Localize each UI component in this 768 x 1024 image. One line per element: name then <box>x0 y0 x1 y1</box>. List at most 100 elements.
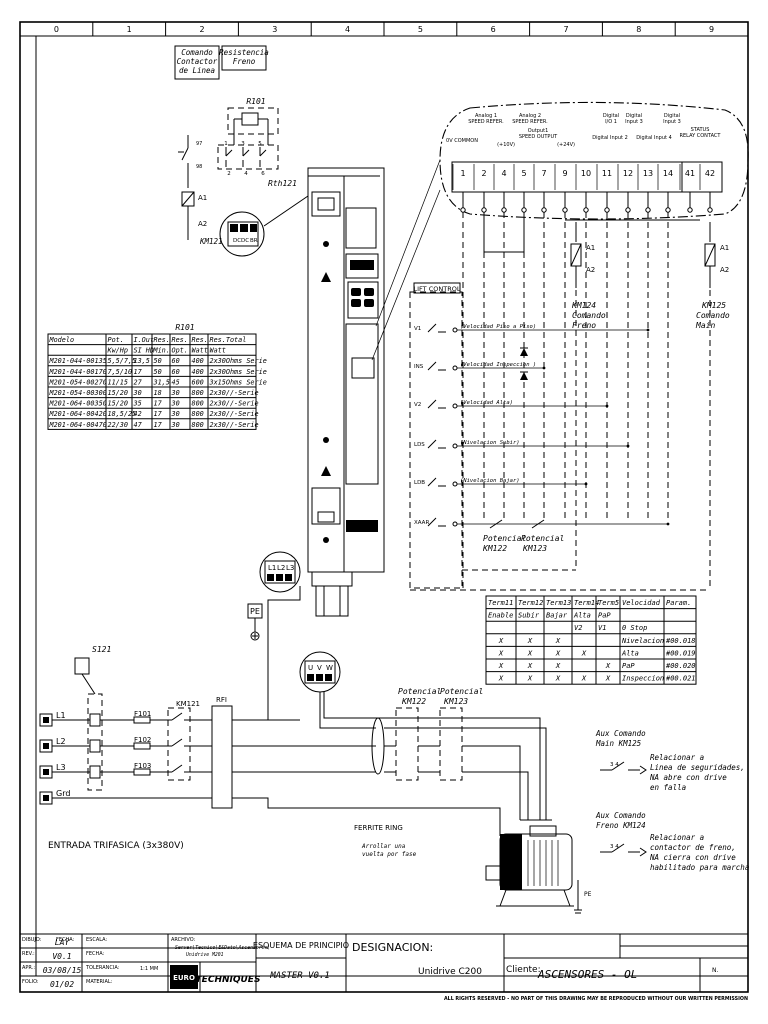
resistor-subheader-5: Watt <box>192 347 208 355</box>
resistor-cell-1-6: 2x30Ohms Serie <box>210 368 267 376</box>
input-top-label-3: Digital <box>603 113 619 119</box>
column-index-8: 8 <box>636 25 641 34</box>
resistor-cell-4-1: 15/20 <box>108 400 128 408</box>
tb-left-value-2: 03/08/15 <box>43 966 82 975</box>
entrada-label: ENTRADA TRIFASICA (3x380V) <box>48 841 184 851</box>
resistor-cell-3-1: 15/20 <box>108 389 128 397</box>
input-top-sub-6: RELAY CONTACT <box>680 133 722 139</box>
control-terminal-2: 2 <box>481 169 486 178</box>
input-top-label-5: Digital <box>664 113 680 119</box>
resistor-cell-3-2: 30 <box>133 389 142 397</box>
input-top-label-0: Analog 1 <box>475 113 497 119</box>
aux-main-note-4: en falla <box>650 783 686 792</box>
s121-label: S121 <box>92 645 111 654</box>
lift-code-INS: INS <box>414 364 424 370</box>
tb-left-value-0: LAY <box>55 938 71 947</box>
column-index-2: 2 <box>199 25 204 34</box>
term-cell-2-5: PaP <box>622 662 635 670</box>
lift-desc-1: (Velocidad Inspeccion ) <box>460 362 536 368</box>
rfi-label: RFI <box>216 696 227 704</box>
rth121-label: Rth121 <box>268 179 297 188</box>
control-terminal-7: 7 <box>541 169 546 178</box>
resistor-cell-0-6: 2x30Ohms Serie <box>210 357 267 365</box>
resistor-cell-2-4: 45 <box>172 378 180 386</box>
input-top-sub-1: SPEED REFER. <box>512 119 548 125</box>
control-terminal-5: 5 <box>521 169 526 178</box>
column-index-7: 7 <box>563 25 568 34</box>
ferrite-label: FERRITE RING <box>354 824 403 832</box>
tb-n-mark: N. <box>712 967 718 974</box>
pe-label: PE <box>250 607 260 616</box>
input-top-label-4: Digital <box>626 113 642 119</box>
column-index-5: 5 <box>418 25 423 34</box>
resistor-cell-6-4: 30 <box>171 421 180 429</box>
coil-a2: A2 <box>198 220 207 228</box>
km124-label-2: Comando <box>572 311 606 320</box>
control-terminal-41: 41 <box>685 169 695 178</box>
resistor-cell-5-0: M201-064-00420 <box>49 410 107 418</box>
t97-label: 97 <box>196 141 202 147</box>
term-cell-3-2: X <box>555 675 561 683</box>
control-terminal-11: 11 <box>602 169 612 178</box>
resistor-cell-2-1: 11/15 <box>108 378 128 386</box>
resistor-cell-5-2: 42 <box>134 410 142 418</box>
input-top-label-1: Analog 2 <box>519 113 541 119</box>
tb-esquema: ESQUEMA DE PRINCIPIO <box>253 941 349 950</box>
resistor-cell-6-3: 17 <box>154 421 163 429</box>
power-pot2-a: Potencial <box>440 687 483 696</box>
aux-main-title-2: Main KM125 <box>595 739 642 748</box>
resistor-cell-1-4: 60 <box>172 368 180 376</box>
drive-output-W: W <box>326 664 333 672</box>
term-cell-1-2: X <box>555 649 561 657</box>
aux-freno-note-4: habilitado para marcha <box>650 863 749 872</box>
lift-code-V2: V2 <box>414 402 421 408</box>
ferrite-note-1: Arrollar una <box>361 843 406 850</box>
term-cell-3-6: #00.021 <box>665 675 696 683</box>
resistor-cell-0-4: 60 <box>172 357 180 365</box>
term-cell-1-3: X <box>581 649 587 657</box>
pole-num-3: 3 <box>241 141 245 147</box>
km121-coil-label: KM121 <box>199 237 223 246</box>
km125-relay: A1 A2 KM125 Comando Main <box>695 222 730 330</box>
km124-a2: A2 <box>586 266 595 274</box>
resistor-table-title: R101 <box>175 323 194 332</box>
km121-power-label: KM121 <box>176 700 200 708</box>
term-cell-2-2: X <box>555 662 561 670</box>
pole-num-1: 1 <box>224 141 228 147</box>
pole-num-4: 4 <box>244 171 248 177</box>
r101-label: R101 <box>246 97 265 106</box>
lift-pot1-b: KM122 <box>482 544 507 553</box>
resistor-cell-6-5: 800 <box>192 421 204 429</box>
term-cell-1-1: X <box>527 649 533 657</box>
km124-relay: A1 A2 KM124 Comando Freno <box>570 222 606 330</box>
term-cell-2-0: X <box>498 662 504 670</box>
input-mid-label-2: (+24V) <box>557 142 575 148</box>
lift-code-LDS: LDS <box>414 442 425 448</box>
input-top-sub-2: SPEED OUTPUT <box>519 134 558 140</box>
resistor-subheader-3: Min. <box>153 347 170 355</box>
lift-code-V1: V1 <box>414 326 421 332</box>
term-cell-3-0: X <box>498 675 504 683</box>
resistor-cell-3-6: 2x30//-Serie <box>210 389 259 397</box>
lift-control-section: LIFT CONTROL V1(Velocidad Piso a Piso)IN… <box>409 282 564 589</box>
input-top-label-6: STATUS <box>691 127 710 133</box>
control-terminal-10: 10 <box>581 169 591 178</box>
resistor-header-5: Res. <box>192 336 208 344</box>
resistor-cell-0-5: 400 <box>192 357 204 365</box>
tb-archivo-2: Unidrive M201 <box>186 952 224 958</box>
term-sub1-3: Alta <box>573 612 591 620</box>
brake-resistor-section: Comando Contactor de Linea Resistencia F… <box>174 45 309 257</box>
resistor-cell-4-6: 2x30//-Serie <box>210 400 259 408</box>
ferrite-note-2: vuelta por fase <box>362 851 417 858</box>
column-index-4: 4 <box>345 25 350 34</box>
resistor-cell-3-5: 800 <box>192 389 204 397</box>
resistor-header-1: Pot. <box>108 336 124 344</box>
resistor-cell-5-6: 2x30//-Serie <box>210 410 259 418</box>
tb-left-label-2: APR.: <box>22 965 35 971</box>
aux-main-note-3: NA abre con drive <box>649 773 727 782</box>
column-index-0: 0 <box>54 25 59 34</box>
